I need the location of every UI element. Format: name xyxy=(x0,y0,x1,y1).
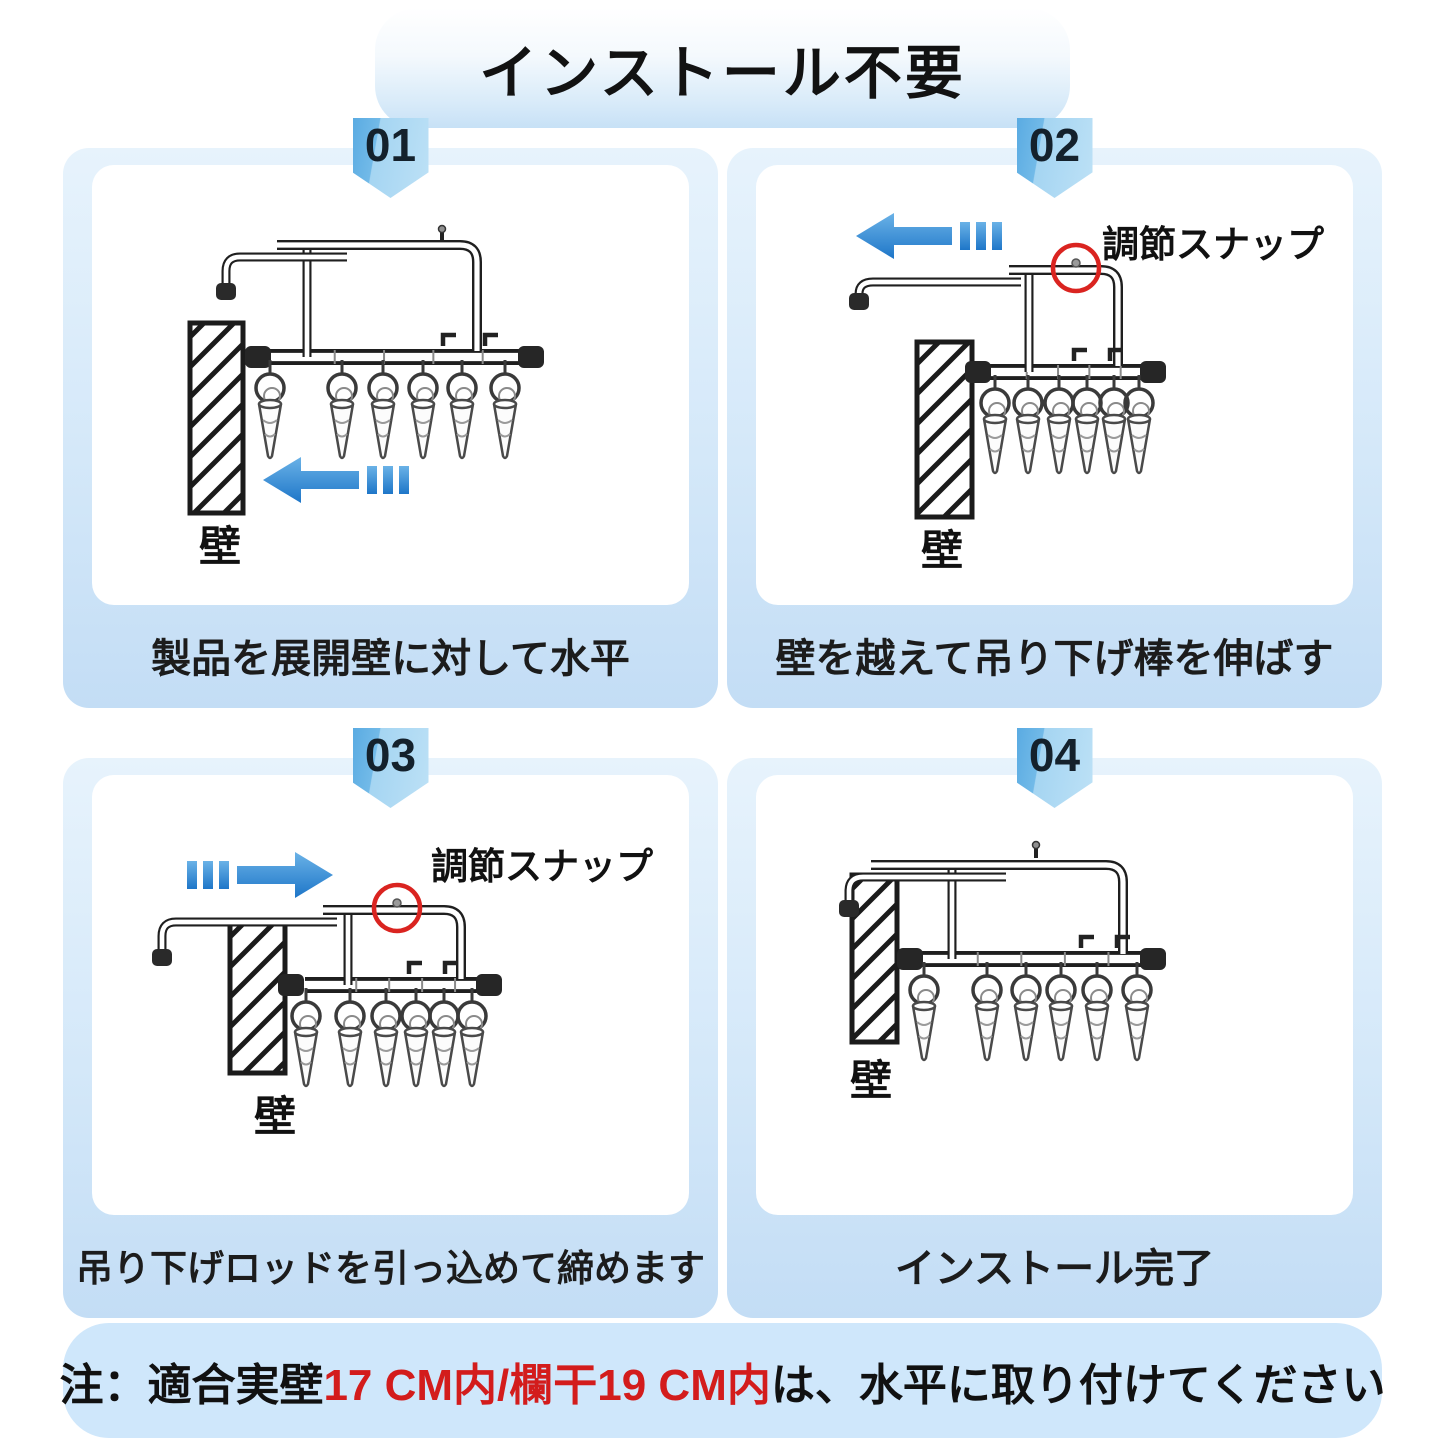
hanging-clip-icon xyxy=(334,986,366,1088)
arrow-left-icon xyxy=(263,457,409,503)
hanging-clip-icon xyxy=(979,373,1011,475)
hanging-clip-icon xyxy=(290,986,322,1088)
hanging-clip-icon xyxy=(971,960,1003,1062)
page-title: インストール不要 xyxy=(479,41,966,106)
hanging-clip-icon xyxy=(489,358,521,460)
step-caption: 壁を越えて吊り下げ棒を伸ばす xyxy=(775,637,1334,681)
hanging-clip-icon xyxy=(1098,373,1130,475)
step-3-diagram: 調節スナップ 壁 xyxy=(152,846,653,1140)
rack-diagram xyxy=(839,840,1166,1062)
snap-highlight-circle xyxy=(371,882,423,934)
hanging-clip-icon xyxy=(400,986,432,1088)
wall-hatch xyxy=(914,339,975,520)
step-number: 03 xyxy=(364,729,417,781)
hanging-clip-icon xyxy=(1012,373,1044,475)
step-caption: インストール完了 xyxy=(894,1247,1215,1291)
step-caption: 製品を展開壁に対して水平 xyxy=(151,637,630,681)
hanging-clip-icon xyxy=(908,960,940,1062)
step-panel-4: 04 壁 インストール完了 xyxy=(727,728,1382,1318)
rack-diagram xyxy=(152,852,502,1088)
step-number: 02 xyxy=(1028,119,1081,171)
hanging-clip-icon xyxy=(1121,960,1153,1062)
wall-hatch xyxy=(227,917,288,1076)
hanging-clip-icon xyxy=(1045,960,1077,1062)
diagram-box: 壁 xyxy=(92,165,689,605)
step-number: 01 xyxy=(364,119,417,171)
wall-label: 壁 xyxy=(199,523,241,570)
arrow-right-icon xyxy=(187,852,333,898)
diagram-box: 調節スナップ 壁 xyxy=(756,165,1353,605)
step-panel-1: 01 壁 製品を展開壁に対して水平 xyxy=(63,118,718,708)
hanging-clip-icon xyxy=(446,358,478,460)
step-panel-3: 03 調節スナップ 壁 吊り下げロッドを引っ込めて締めます xyxy=(63,728,718,1318)
step-caption: 吊り下げロッドを引っ込めて締めます xyxy=(76,1248,705,1289)
hanging-clip-icon xyxy=(407,358,439,460)
hanging-clip-icon xyxy=(1010,960,1042,1062)
rack-diagram xyxy=(187,224,544,516)
hanging-clip-icon xyxy=(456,986,488,1088)
arrow-left-icon xyxy=(856,213,1002,259)
wall-label: 壁 xyxy=(254,1093,296,1140)
step-panel-2: 02 調節スナップ 壁 壁を越えて吊り下げ棒を伸ばす xyxy=(727,118,1382,708)
diagram-box: 壁 xyxy=(756,775,1353,1215)
hanging-clip-icon xyxy=(1123,373,1155,475)
diagram-box: 調節スナップ 壁 xyxy=(92,775,689,1215)
note-suffix: は、水平に取り付けてください xyxy=(770,1360,1386,1410)
step-1-diagram: 壁 xyxy=(187,224,544,570)
hanging-clip-icon xyxy=(1071,373,1103,475)
rack-diagram xyxy=(849,213,1166,520)
step-4-diagram: 壁 xyxy=(839,840,1166,1104)
step-2-diagram: 調節スナップ 壁 xyxy=(849,213,1324,574)
snap-label: 調節スナップ xyxy=(431,846,653,887)
hanging-clip-icon xyxy=(1043,373,1075,475)
hanging-clip-icon xyxy=(1081,960,1113,1062)
wall-hatch xyxy=(187,320,246,516)
snap-label: 調節スナップ xyxy=(1102,224,1324,265)
hanging-clip-icon xyxy=(254,358,286,460)
title-banner: インストール不要 xyxy=(375,8,1070,128)
hanging-clip-icon xyxy=(370,986,402,1088)
hanging-clip-icon xyxy=(326,358,358,460)
hanging-clip-icon xyxy=(428,986,460,1088)
wall-label: 壁 xyxy=(921,527,963,574)
hanging-clip-icon xyxy=(367,358,399,460)
snap-highlight-circle xyxy=(1050,242,1102,294)
note-highlight: 17 CM内/欄干19 CM内 xyxy=(323,1360,771,1410)
note-prefix: 注：適合実壁 xyxy=(59,1360,324,1410)
wall-hatch xyxy=(849,872,900,1045)
wall-label: 壁 xyxy=(850,1057,892,1104)
step-number: 04 xyxy=(1028,729,1081,781)
